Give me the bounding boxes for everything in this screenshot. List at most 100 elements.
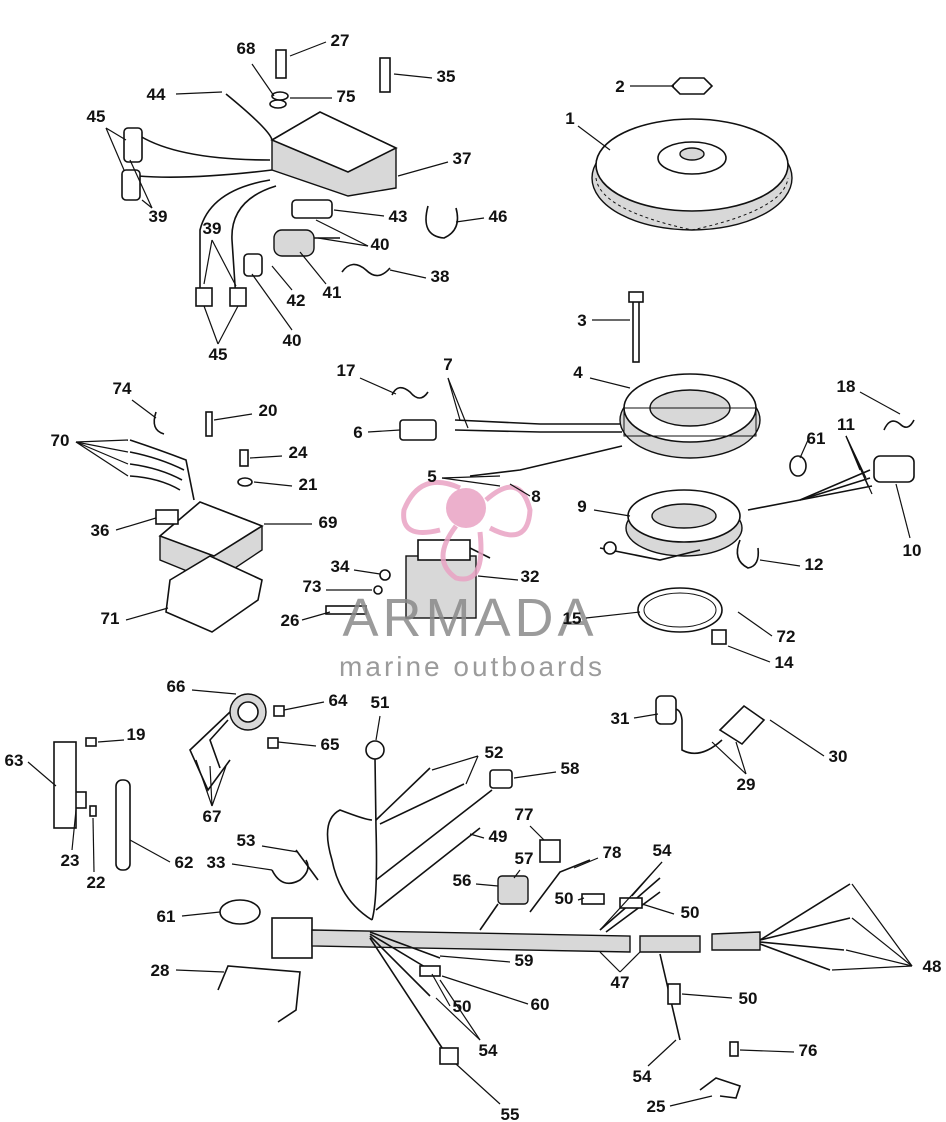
- callout-label-54c: 54: [633, 1067, 652, 1086]
- jumper-wire: [295, 849, 319, 881]
- callout-label-14: 14: [775, 653, 794, 672]
- leader-line-56-0: [475, 883, 499, 887]
- ignition-coil-part: [405, 539, 491, 619]
- grommet-part-2: [789, 455, 807, 477]
- leader-line-48-2: [845, 949, 913, 967]
- leader-line-77-0: [529, 825, 545, 841]
- leader-line-32-0: [477, 575, 519, 581]
- leader-line-50a-0: [577, 897, 585, 901]
- leader-line-78-0: [573, 857, 599, 869]
- bracket-part-2: [217, 965, 301, 1023]
- leader-line-68-0: [251, 63, 275, 97]
- leader-line-40a-0: [315, 219, 369, 247]
- leader-line-74-0: [131, 399, 157, 419]
- callout-label-3: 3: [577, 311, 586, 330]
- screw-part-9: [267, 737, 279, 749]
- screw-part-2: [205, 411, 213, 437]
- screw-part-7: [379, 57, 391, 93]
- leader-line-39a-1: [141, 199, 153, 209]
- stator-wire: [454, 419, 620, 425]
- callout-label-27: 27: [331, 31, 350, 50]
- leader-line-1-0: [577, 125, 611, 151]
- leader-line-63-0: [27, 761, 57, 787]
- callout-label-55: 55: [501, 1105, 520, 1122]
- leader-line-46-0: [455, 217, 485, 223]
- callout-label-12: 12: [805, 555, 824, 574]
- leader-line-25-0: [669, 1095, 713, 1107]
- leader-line-45a-0: [105, 127, 127, 141]
- watermark-brand: ARMADA: [342, 588, 597, 648]
- leader-line-12-0: [759, 559, 801, 567]
- callout-label-76: 76: [799, 1041, 818, 1060]
- leader-lines: [27, 41, 913, 1107]
- leader-line-39a-0: [129, 159, 153, 209]
- callout-label-52: 52: [485, 743, 504, 762]
- leader-line-33-0: [231, 863, 273, 871]
- callout-label-26: 26: [281, 611, 300, 630]
- leader-line-37-0: [397, 161, 449, 177]
- callout-label-77: 77: [515, 805, 534, 824]
- rectifier-part: [273, 229, 340, 257]
- callout-label-24: 24: [289, 443, 308, 462]
- leader-line-8-0: [509, 483, 531, 497]
- leader-line-28-0: [175, 969, 225, 973]
- leader-line-22-0: [92, 817, 95, 873]
- leader-line-29-0: [711, 741, 747, 775]
- timer-base-part: [599, 489, 743, 561]
- armada-logo-icon: [401, 479, 533, 582]
- leader-line-61a-0: [799, 439, 809, 459]
- leader-line-44-0: [175, 91, 223, 95]
- leader-line-20-0: [213, 413, 253, 421]
- retainer-clip-part: [391, 386, 429, 399]
- spark-plug-boot: [718, 704, 766, 746]
- leader-line-49-0: [469, 833, 485, 839]
- leader-line-5-0: [441, 475, 501, 479]
- leader-line-64-0: [283, 701, 325, 711]
- leader-line-53-0: [261, 845, 299, 853]
- leader-line-57-0: [513, 869, 521, 879]
- leader-line-50d-0: [681, 993, 733, 999]
- leader-line-52-0: [431, 755, 479, 771]
- leader-line-70-3: [75, 441, 129, 477]
- leader-line-14-0: [727, 645, 771, 663]
- callout-label-18: 18: [837, 377, 856, 396]
- callout-label-20: 20: [259, 401, 278, 420]
- callout-label-69: 69: [319, 513, 338, 532]
- ground-wire: [225, 93, 273, 141]
- leader-line-23-0: [71, 809, 77, 851]
- callout-label-63: 63: [5, 751, 24, 770]
- callout-label-61a: 61: [807, 429, 826, 448]
- washer-part-2: [373, 585, 383, 595]
- callout-label-78: 78: [603, 843, 622, 862]
- screw-part-4: [239, 449, 249, 467]
- leader-line-6-0: [367, 429, 401, 433]
- callout-label-54b: 54: [479, 1041, 498, 1060]
- leader-line-7-0: [447, 377, 461, 421]
- callout-label-23: 23: [61, 851, 80, 870]
- callout-label-40b: 40: [283, 331, 302, 350]
- leader-line-47-1: [619, 951, 641, 973]
- leader-line-47-0: [599, 951, 621, 973]
- callout-label-25: 25: [647, 1097, 666, 1116]
- callout-label-9: 9: [577, 497, 586, 516]
- retaining-ring-part: [637, 587, 723, 633]
- solenoid-part: [229, 693, 267, 731]
- bracket-part: [155, 509, 179, 525]
- leader-line-48-0: [851, 883, 913, 967]
- stator-lead-wire: [469, 445, 623, 477]
- leader-line-21-0: [253, 481, 293, 487]
- leader-line-54b-1: [435, 997, 481, 1041]
- clip-part: [736, 539, 760, 569]
- leader-line-67-0: [195, 759, 213, 807]
- plug-connector-part: [873, 455, 915, 483]
- leader-line-48-1: [851, 917, 913, 967]
- leader-line-62-0: [129, 839, 171, 863]
- callout-label-56: 56: [453, 871, 472, 890]
- callout-label-46: 46: [489, 207, 508, 226]
- clamp-part: [711, 629, 727, 645]
- leader-line-52-1: [465, 755, 479, 785]
- callout-label-37: 37: [453, 149, 472, 168]
- stud-part: [325, 605, 367, 615]
- retainer-clip-part-3: [341, 263, 391, 277]
- callout-label-64: 64: [329, 691, 348, 710]
